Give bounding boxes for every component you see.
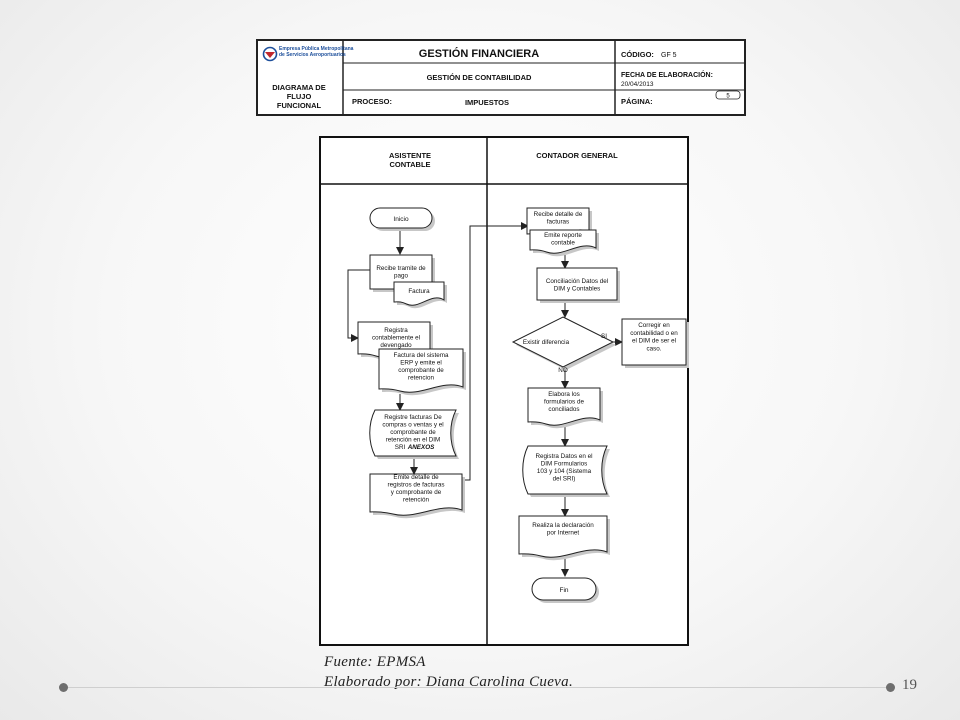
code-value: GF 5 bbox=[661, 52, 677, 59]
decision-no-label: NO bbox=[558, 367, 568, 374]
diagram-label: FLUJO bbox=[287, 92, 312, 101]
node-elabora-label: conciliados bbox=[548, 406, 579, 413]
node-corregir-label: el DIM de ser el bbox=[632, 338, 676, 345]
node-recibe-detalle-label: facturas bbox=[547, 219, 569, 226]
node-decision bbox=[511, 316, 615, 368]
node-factura-erp bbox=[378, 348, 464, 393]
header-subtitle: GESTIÓN DE CONTABILIDAD bbox=[427, 73, 532, 82]
company-logo bbox=[265, 52, 275, 58]
node-emite-reporte-label: contable bbox=[551, 240, 575, 247]
process-value: IMPUESTOS bbox=[465, 98, 509, 107]
node-declaracion-label: Realiza la declaración bbox=[532, 522, 594, 529]
node-corregir-label: caso. bbox=[646, 345, 661, 352]
node-registra-dim bbox=[522, 445, 608, 495]
node-declaracion bbox=[518, 515, 608, 558]
diagram-label: FUNCIONAL bbox=[277, 101, 322, 110]
node-fin-label: Fin bbox=[559, 587, 568, 594]
date-value: 20/04/2013 bbox=[621, 81, 654, 88]
node-registra-facturas-label: Registre facturas De bbox=[384, 414, 442, 421]
node-factura-label: Factura bbox=[408, 288, 430, 295]
node-emite-reporte bbox=[529, 229, 597, 254]
node-registra-devengado-label: devengado bbox=[380, 342, 412, 349]
node-elabora-label: Elabora los bbox=[548, 391, 580, 398]
node-elabora-label: formularios de bbox=[544, 399, 584, 406]
page-badge bbox=[715, 90, 741, 100]
node-conciliacion-label: DIM y Contables bbox=[554, 286, 601, 293]
slide-page-number: 19 bbox=[902, 677, 917, 693]
header-title: GESTIÓN FINANCIERA bbox=[419, 47, 539, 60]
node-registra-facturas-label: compras o ventas y el bbox=[382, 422, 443, 429]
node-inicio bbox=[369, 207, 433, 229]
code-label: CÓDIGO: bbox=[621, 50, 654, 59]
node-registra-dim-label: del SRI) bbox=[553, 476, 576, 483]
page-value: 5 bbox=[726, 94, 730, 100]
company-name: de Servicios Aeroportuarios bbox=[279, 52, 346, 58]
node-fin bbox=[531, 577, 597, 601]
node-emite-detalle-label: registros de facturas bbox=[387, 482, 444, 489]
node-registra-devengado-label: contablemente el bbox=[372, 335, 420, 342]
arrow-recibe-registra bbox=[347, 269, 370, 342]
company-name: Empresa Pública Metropolitana bbox=[279, 46, 354, 52]
node-anexos-label: ANEXOS bbox=[407, 444, 435, 451]
node-registra-dim-label: Registra Datos en el bbox=[535, 453, 592, 460]
node-conciliacion bbox=[536, 267, 618, 301]
node-emite-detalle bbox=[369, 473, 463, 516]
decision-yes-label: SI bbox=[601, 333, 607, 340]
node-corregir bbox=[621, 318, 687, 366]
node-recibe-tramite-label: Recibe tramite de bbox=[376, 265, 426, 272]
node-inicio-label: Inicio bbox=[393, 216, 409, 223]
node-corregir-label: Corregir en bbox=[638, 322, 670, 329]
header-table bbox=[256, 39, 746, 116]
slide-right-dot bbox=[886, 683, 895, 692]
lane-title-asistente: ASISTENTE bbox=[389, 151, 431, 160]
node-emite-detalle-label: y comprobante de bbox=[391, 489, 442, 496]
node-registra-dim-label: DIM Formularios bbox=[541, 461, 588, 468]
lane-title-asistente: CONTABLE bbox=[389, 160, 430, 169]
node-registra-facturas-label: SRI bbox=[395, 444, 406, 451]
node-emite-reporte-label: Emite reporte bbox=[544, 232, 582, 239]
node-factura-erp-label: comprobante de bbox=[398, 367, 444, 374]
source-caption: Fuente: EPMSA bbox=[324, 654, 426, 670]
process-label: PROCESO: bbox=[352, 97, 392, 106]
node-corregir-label: contabilidad o en bbox=[630, 330, 678, 337]
slide-footer-rule bbox=[68, 687, 888, 688]
node-decision-label: Existir diferencia bbox=[523, 339, 570, 346]
node-emite-detalle-label: retención bbox=[403, 497, 429, 504]
diagram-label: DIAGRAMA DE bbox=[272, 83, 325, 92]
node-factura-erp-label: Factura del sistema bbox=[394, 352, 449, 359]
node-factura bbox=[393, 281, 445, 306]
node-conciliacion-label: Conciliación Datos del bbox=[546, 278, 608, 285]
page-label: PÁGINA: bbox=[621, 97, 653, 106]
node-elabora bbox=[527, 387, 601, 426]
slide-left-dot bbox=[59, 683, 68, 692]
node-registra-facturas-label: retención en el DIM bbox=[386, 437, 441, 444]
author-caption: Elaborado por: Diana Carolina Cueva. bbox=[324, 674, 573, 690]
node-declaracion-label: por Internet bbox=[547, 530, 579, 537]
node-registra-devengado-label: Registra bbox=[384, 327, 408, 334]
lane-title-contador: CONTADOR GENERAL bbox=[536, 151, 618, 160]
node-factura-erp-label: retencion bbox=[408, 375, 434, 382]
node-emite-detalle-label: Emite detalle de bbox=[393, 474, 439, 481]
node-registra-facturas-label: comprobante de bbox=[390, 429, 436, 436]
node-recibe-detalle-label: Recibe detalle de bbox=[534, 211, 583, 218]
node-registra-facturas bbox=[369, 409, 457, 457]
node-registra-dim-label: 103 y 104 (Sistema bbox=[537, 468, 592, 475]
node-factura-erp-label: ERP y emite el bbox=[400, 360, 442, 367]
arrow-emite-recibe-detalle bbox=[462, 222, 529, 481]
node-recibe-tramite-label: pago bbox=[394, 273, 409, 280]
date-label: FECHA DE ELABORACIÓN: bbox=[621, 70, 713, 79]
